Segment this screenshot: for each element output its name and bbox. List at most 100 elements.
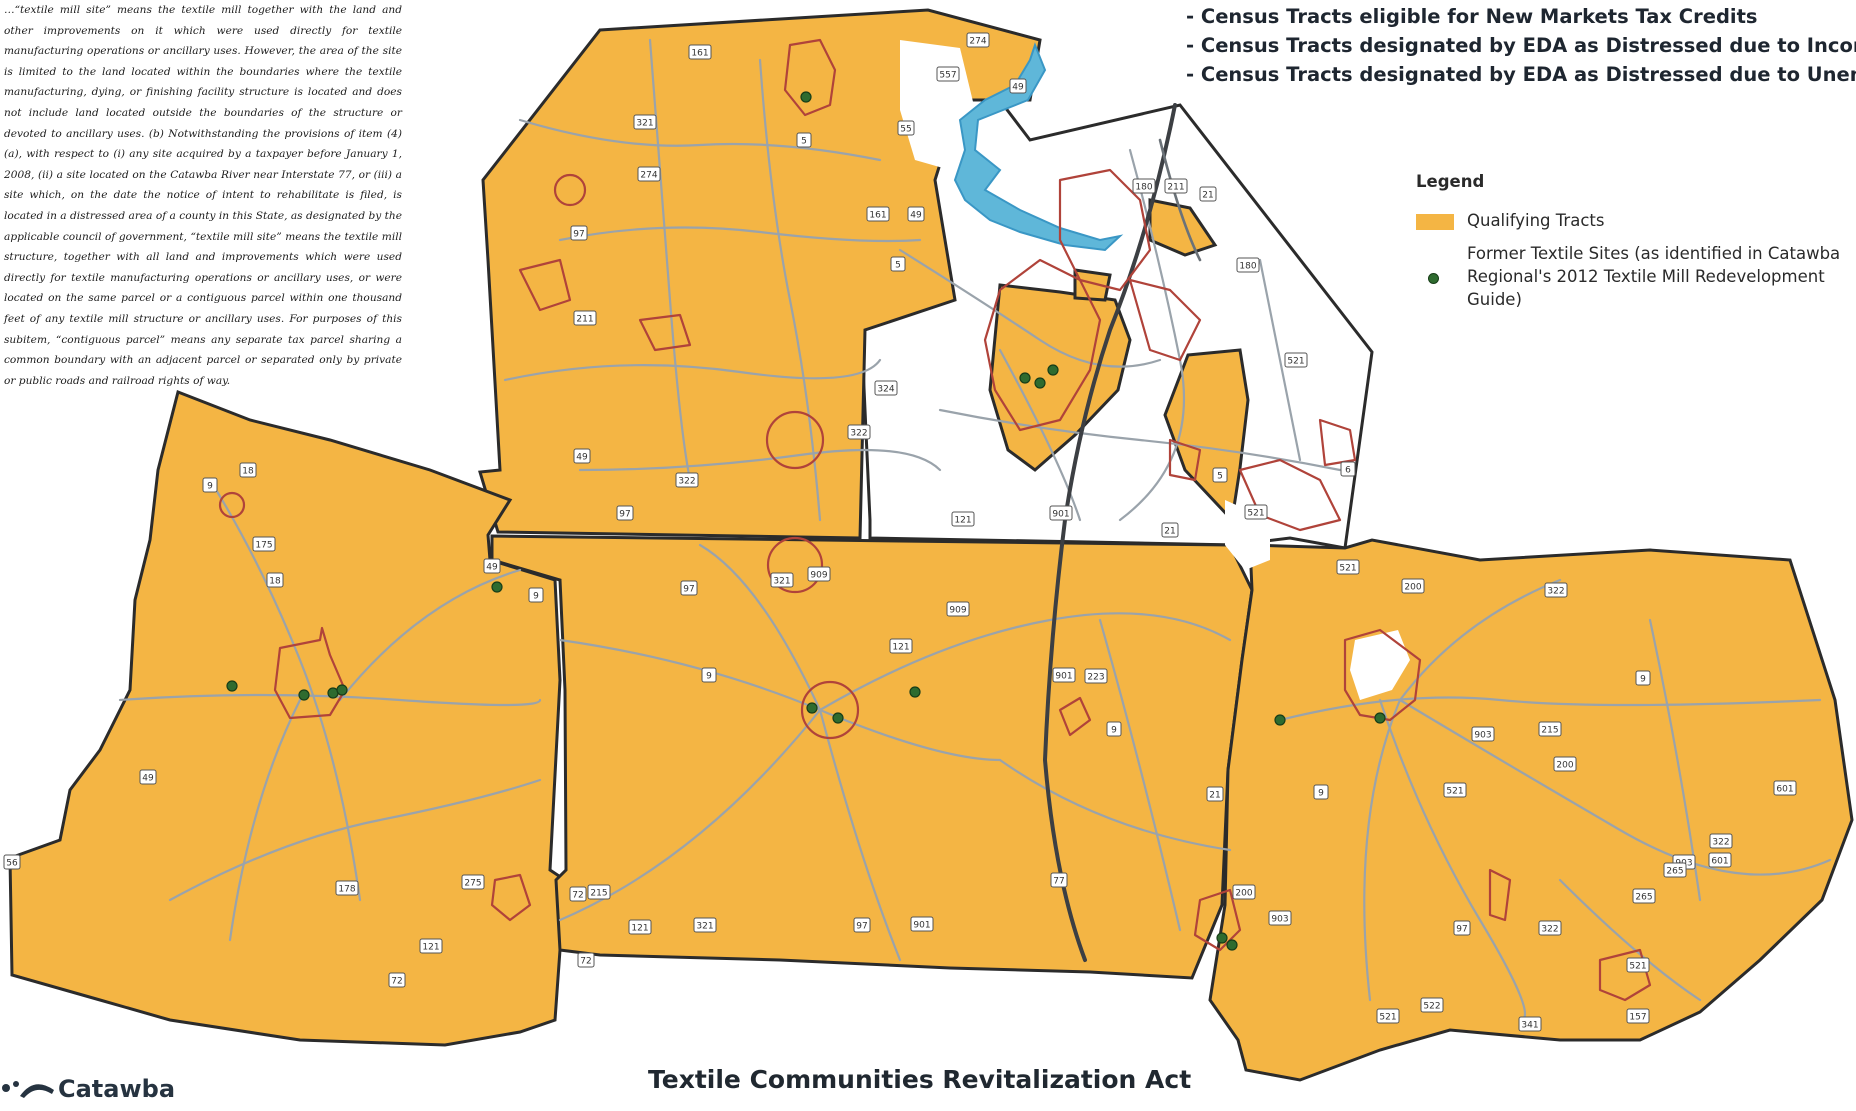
svg-text:341: 341 [1521,1021,1538,1031]
textile-site [806,702,818,714]
route-shield: 9 [1106,721,1122,737]
map-legend: Legend Qualifying Tracts Former Textile … [1416,172,1856,311]
route-shield: 21 [1161,522,1179,538]
svg-text:72: 72 [580,957,591,967]
route-shield: 49 [483,558,501,574]
route-shield: 215 [587,884,611,900]
route-shield: 909 [807,566,831,582]
route-shield: 175 [252,536,276,552]
legend-sites-label: Former Textile Sites (as identified in C… [1467,244,1841,309]
route-shield: 521 [1376,1008,1400,1024]
svg-text:161: 161 [869,211,886,221]
svg-text:97: 97 [683,585,694,595]
catawba-logo: Catawba [0,1074,175,1104]
route-shield: 121 [628,919,652,935]
svg-text:903: 903 [1474,731,1491,741]
textile-site [1216,932,1228,944]
svg-text:601: 601 [1776,785,1793,795]
svg-text:322: 322 [850,429,867,439]
svg-text:9: 9 [1640,675,1646,685]
svg-text:157: 157 [1629,1013,1646,1023]
route-shield: 903 [1471,726,1495,742]
route-shield: 909 [946,601,970,617]
route-shield: 601 [1773,780,1797,796]
route-shield: 265 [1663,862,1687,878]
route-shield: 121 [889,638,913,654]
route-shield: 321 [633,114,657,130]
svg-text:21: 21 [1164,527,1175,537]
textile-site [336,684,348,696]
svg-text:557: 557 [939,71,956,81]
svg-text:521: 521 [1339,564,1356,574]
svg-text:321: 321 [636,119,653,129]
route-shield: 9 [1635,670,1651,686]
legend-item-qualifying: Qualifying Tracts [1416,211,1856,230]
route-shield: 322 [1544,582,1568,598]
county-west [8,389,567,1047]
svg-text:265: 265 [1635,893,1652,903]
tract-ne-3 [1148,198,1218,257]
svg-text:9: 9 [533,592,539,602]
route-shield: 901 [910,916,934,932]
textile-site [1226,939,1238,951]
route-shield: 6 [1340,461,1356,477]
textile-site [800,91,812,103]
criteria-list: - Census Tracts eligible for New Markets… [1186,2,1856,89]
route-shield: 275 [461,874,485,890]
route-shield: 200 [1553,756,1577,772]
route-shield: 5 [796,132,812,148]
svg-text:324: 324 [877,385,894,395]
svg-text:161: 161 [691,49,708,59]
svg-text:9: 9 [1318,789,1324,799]
criteria-item: - Census Tracts designated by EDA as Dis… [1186,63,1856,86]
svg-text:97: 97 [619,510,630,520]
svg-text:55: 55 [900,125,911,135]
route-shield: 77 [1050,872,1068,888]
svg-text:9: 9 [706,672,712,682]
textile-site [1034,377,1046,389]
svg-text:49: 49 [1012,83,1024,93]
route-shield: 97 [1453,920,1471,936]
svg-text:521: 521 [1446,787,1463,797]
route-shield: 601 [1708,852,1732,868]
svg-text:903: 903 [1271,915,1288,925]
textile-site [1374,712,1386,724]
route-shield: 521 [1336,559,1360,575]
route-shield: 180 [1236,257,1260,273]
route-shield: 9 [528,587,544,603]
tract-ne-4 [1073,268,1112,302]
svg-text:901: 901 [913,921,930,931]
svg-text:200: 200 [1404,583,1421,593]
route-shield: 49 [139,769,157,785]
svg-text:274: 274 [640,171,657,181]
route-shield: 72 [569,886,587,902]
svg-text:200: 200 [1556,761,1573,771]
svg-text:215: 215 [1541,726,1558,736]
textile-site [832,712,844,724]
route-shield: 324 [874,380,898,396]
route-shield: 72 [577,952,595,968]
svg-text:211: 211 [576,315,593,325]
route-shield: 9 [701,667,717,683]
svg-text:321: 321 [773,577,790,587]
catawba-river [953,42,1124,252]
pocket-rock-hill [1350,630,1410,700]
route-shield: 521 [1443,782,1467,798]
route-shield: 121 [419,938,443,954]
svg-text:49: 49 [142,774,154,784]
svg-text:211: 211 [1167,183,1184,193]
svg-text:18: 18 [269,577,281,587]
route-shield: 200 [1401,578,1425,594]
route-shield: 521 [1284,352,1308,368]
route-shield: 5 [890,256,906,272]
logo-mark-icon [2,1081,54,1098]
route-shield: 522 [1420,997,1444,1013]
route-shield: 265 [1632,888,1656,904]
route-shield: 157 [1626,1008,1650,1024]
logo-text: Catawba [58,1075,176,1103]
svg-text:200: 200 [1235,889,1252,899]
svg-text:275: 275 [464,879,481,889]
svg-text:522: 522 [1423,1002,1440,1012]
